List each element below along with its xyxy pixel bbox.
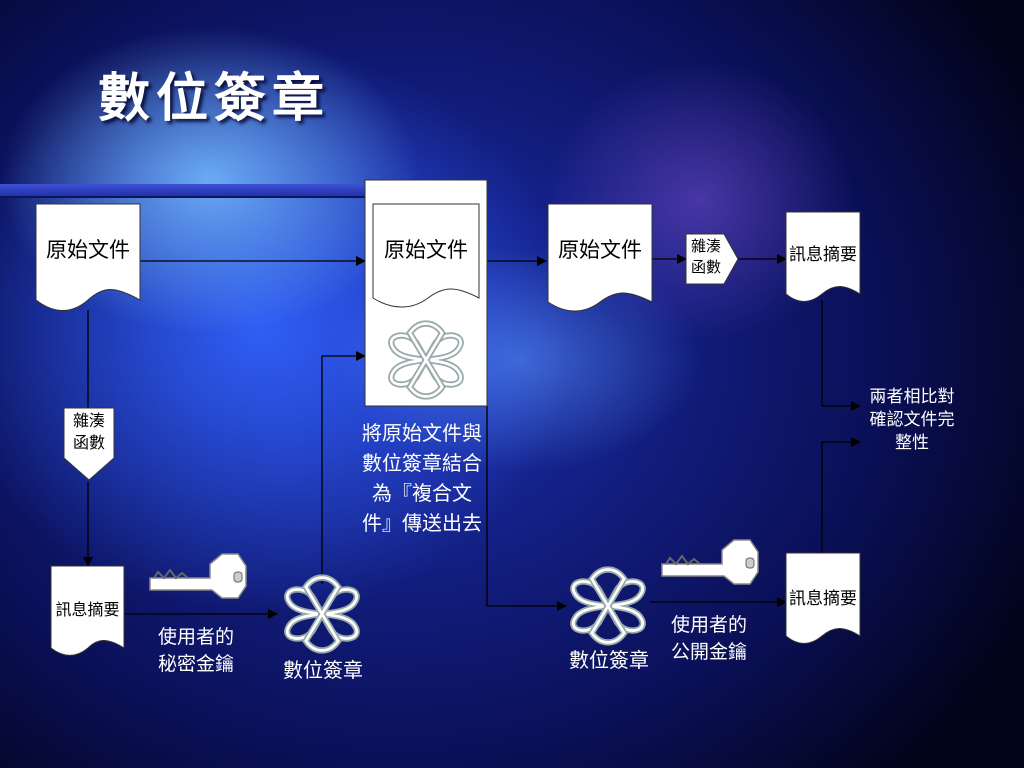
hash-right-label: 雜湊函數 [690, 237, 721, 276]
hash-left-label: 雜湊函數 [72, 411, 105, 452]
signature-left-label: 數位簽章 [283, 658, 363, 682]
endless-knot-icon-right [573, 570, 642, 643]
connector-digest-bottom-to-compare [821, 437, 861, 553]
public-key-label: 使用者的公開金鑰 [670, 614, 747, 663]
endless-knot-icon-left [287, 578, 356, 651]
doc-original-center-shape [372, 203, 480, 308]
digest-top-right-label: 訊息摘要 [789, 245, 857, 265]
connector-digest-top-to-compare [821, 300, 861, 411]
signature-right-label: 數位簽章 [569, 648, 649, 672]
doc-original-right-shape [547, 203, 653, 312]
doc-original-left-shape [35, 203, 141, 311]
digest-left-label: 訊息摘要 [55, 600, 120, 619]
connector-signature-to-composite [321, 351, 366, 584]
hash-right-shape [685, 233, 739, 285]
digest-left-shape [50, 565, 125, 656]
doc-original-right-label: 原始文件 [558, 238, 642, 262]
compare-note: 兩者相比對確認文件完整性 [869, 387, 955, 453]
hash-left-shape [63, 407, 115, 481]
page-title: 數位簽章 [98, 68, 331, 129]
digest-top-right-shape [785, 211, 861, 302]
digest-bottom-right-shape [785, 552, 861, 644]
connectors [83, 254, 861, 619]
connector-composite-to-signature [486, 406, 567, 611]
title-underline-bar [0, 184, 366, 198]
composite-note: 將原始文件與數位簽章結合為『複合文件』傳送出去 [362, 421, 482, 535]
key-icon-left [149, 553, 247, 599]
key-icon-right [661, 539, 759, 585]
doc-original-center-label: 原始文件 [384, 238, 468, 262]
private-key-label: 使用者的秘密金鑰 [157, 626, 234, 675]
digest-bottom-right-label: 訊息摘要 [789, 589, 857, 609]
doc-original-left-label: 原始文件 [46, 238, 130, 262]
